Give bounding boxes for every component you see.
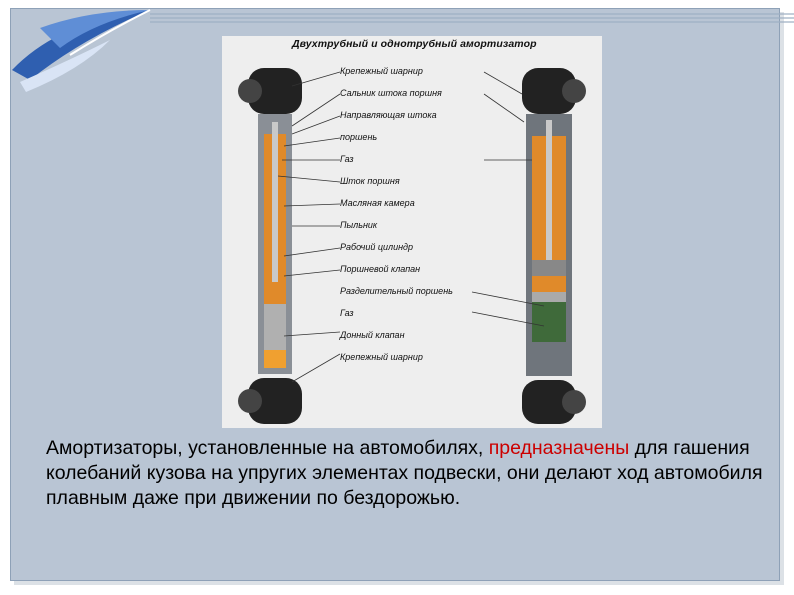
label-mount-top: Крепежный шарнир: [340, 66, 423, 76]
label-dust-boot: Пыльник: [340, 220, 378, 230]
figure-title: Двухтрубный и однотрубный амортизатор: [292, 38, 537, 50]
shock-absorber-figure: Двухтрубный и однотрубный амортизатор: [222, 36, 602, 428]
caption-highlight: предназначены: [488, 437, 630, 459]
label-gas-bottom: Газ: [340, 308, 354, 318]
label-piston: поршень: [340, 132, 378, 142]
leader-lines: [277, 71, 545, 383]
logo-icon: [12, 9, 151, 92]
label-bottom-valve: Донный клапан: [340, 330, 405, 340]
label-rod-seal: Сальник штока поршня: [340, 88, 442, 98]
caption-text: Амортизаторы, установленные на автомобил…: [46, 436, 776, 511]
decorative-stripes: [150, 13, 794, 23]
label-piston-rod: Шток поршня: [340, 176, 400, 186]
label-piston-valve: Поршневой клапан: [340, 264, 421, 274]
twin-tube-shock-illustration: [238, 68, 302, 424]
label-mount-bottom: Крепежный шарнир: [340, 352, 423, 362]
caption-part1: Амортизаторы, установленные на автомобил…: [46, 437, 489, 459]
label-working-cylinder: Рабочий цилиндр: [340, 242, 414, 252]
mono-tube-shock-illustration: [522, 68, 586, 424]
caption-part2: для гашения колебаний кузова на упругих …: [46, 437, 763, 509]
label-separating-piston: Разделительный поршень: [340, 286, 453, 296]
label-oil-chamber: Масляная камера: [340, 198, 415, 208]
label-rod-guide: Направляющая штока: [340, 110, 437, 120]
label-gas-top: Газ: [340, 154, 354, 164]
